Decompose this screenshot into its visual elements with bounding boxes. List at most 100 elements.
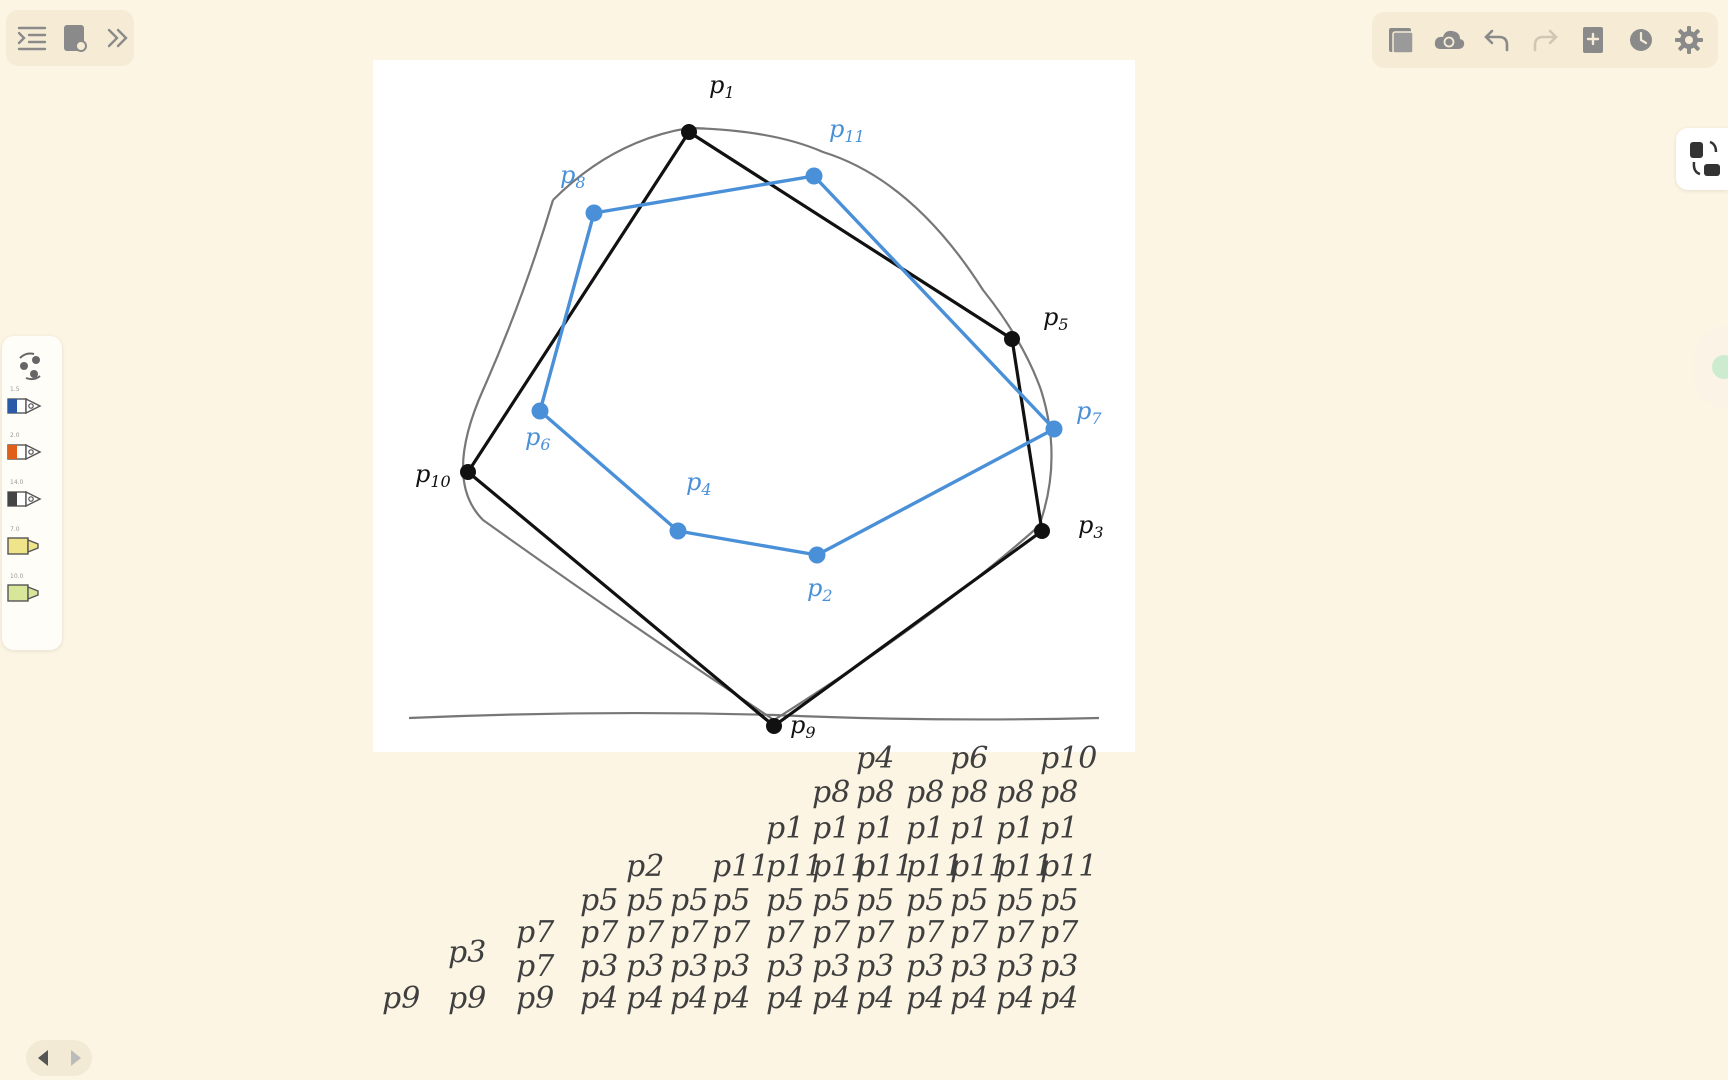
- stack-entry: p7: [670, 915, 709, 950]
- stack-entry: p1: [766, 811, 804, 846]
- stack-entry: p5: [580, 883, 618, 918]
- point-p9: [766, 718, 782, 734]
- stack-entry: p5: [906, 883, 944, 918]
- stack-entry: p3: [766, 949, 804, 984]
- switch-layout-icon: [1690, 140, 1720, 176]
- stack-entry: p1: [950, 811, 988, 846]
- stack-entry: p3: [670, 949, 708, 984]
- stack-entry: p7: [712, 915, 751, 950]
- stack-entry: p10: [1040, 741, 1097, 776]
- convex-hull-polygon: [466, 130, 1044, 728]
- stack-entry: p5: [712, 883, 750, 918]
- stack-entry: p3: [448, 935, 486, 970]
- left-toolbar: [6, 10, 134, 66]
- point-p3: [1034, 523, 1050, 539]
- quick-switch-tab[interactable]: [1676, 128, 1728, 190]
- add-page-icon[interactable]: [1574, 21, 1612, 59]
- stack-entry: p7: [626, 915, 665, 950]
- pen-icon: [7, 397, 42, 415]
- stack-entry: p9: [382, 981, 420, 1016]
- point-p5: [1004, 331, 1020, 347]
- stack-entry: p7: [856, 915, 895, 950]
- chevron-right-icon[interactable]: [65, 1046, 87, 1070]
- stack-entry: p7: [580, 915, 619, 950]
- expand-icon[interactable]: [101, 19, 134, 57]
- stack-entry: p6: [950, 741, 988, 776]
- page-navigation: [26, 1040, 92, 1076]
- stack-entry: p4: [906, 981, 944, 1016]
- stack-entry: p3: [996, 949, 1034, 984]
- point-p2: [808, 546, 826, 564]
- stack-entry: p1: [856, 811, 894, 846]
- chevron-left-icon[interactable]: [32, 1046, 54, 1070]
- stack-entry: p9: [448, 981, 486, 1016]
- stack-entry: p7: [1040, 915, 1079, 950]
- outline-icon[interactable]: [16, 19, 49, 57]
- stack-entry: p3: [580, 949, 618, 984]
- stack-entry: p11: [856, 849, 913, 884]
- stack-entry: p5: [856, 883, 894, 918]
- stack-entry: p4: [670, 981, 708, 1016]
- point-p7: [1045, 420, 1063, 438]
- ground-line: [408, 711, 1100, 721]
- stack-entry: p11: [766, 849, 823, 884]
- stack-entry: p11: [1040, 849, 1097, 884]
- pages-icon[interactable]: [1382, 21, 1420, 59]
- notebooks-icon[interactable]: [59, 19, 92, 57]
- stack-entry: p2: [626, 849, 664, 884]
- stack-entry: p3: [626, 949, 664, 984]
- stack-entry: p11: [712, 849, 769, 884]
- stack-entry: p5: [950, 883, 988, 918]
- point-p10: [460, 464, 476, 480]
- stack-entry: p4: [626, 981, 664, 1016]
- pen-size-label: 10.0: [10, 573, 24, 580]
- stack-entry: p8: [812, 775, 850, 810]
- stack-entry: p7: [906, 915, 945, 950]
- stack-entry: p4: [712, 981, 750, 1016]
- stack-entry: p11: [950, 849, 1007, 884]
- stack-entry: p1: [1040, 811, 1078, 846]
- stack-entry: p7: [812, 915, 851, 950]
- stack-entry: p3: [950, 949, 988, 984]
- pen-tool-4[interactable]: 7.0: [4, 526, 44, 566]
- pen-icon: [7, 443, 42, 461]
- pen-icon: [7, 490, 42, 508]
- undo-icon[interactable]: [1478, 21, 1516, 59]
- lasso-swap-icon[interactable]: [14, 350, 46, 386]
- redo-icon[interactable]: [1526, 21, 1564, 59]
- cloud-sync-icon[interactable]: [1430, 21, 1468, 59]
- stack-entry: p8: [906, 775, 944, 810]
- stack-entry: p8: [1040, 775, 1078, 810]
- settings-icon[interactable]: [1670, 21, 1708, 59]
- stack-entry: p3: [812, 949, 850, 984]
- stack-entry: p4: [950, 981, 988, 1016]
- stack-entry: p5: [626, 883, 664, 918]
- stack-entry: p9: [516, 981, 554, 1016]
- stack-entry: p4: [996, 981, 1034, 1016]
- stack-entry: p7: [766, 915, 805, 950]
- stack-entry: p4: [856, 741, 894, 776]
- stack-entry: p8: [996, 775, 1034, 810]
- pen-icon: [7, 537, 39, 555]
- pen-tool-2[interactable]: 2.0: [4, 432, 44, 472]
- pen-tool-3[interactable]: 14.0: [4, 479, 44, 519]
- stack-entry: p4: [1040, 981, 1078, 1016]
- stack-entry: p4: [580, 981, 618, 1016]
- stack-entry: p4: [812, 981, 850, 1016]
- stack-entry: p3: [856, 949, 894, 984]
- side-handle[interactable]: [1694, 326, 1728, 408]
- stack-entry: p3: [712, 949, 750, 984]
- pen-tool-5[interactable]: 10.0: [4, 573, 44, 613]
- pen-tool-1[interactable]: 1.5: [4, 386, 44, 426]
- pen-size-label: 2.0: [10, 432, 20, 439]
- stack-entry: p11: [996, 849, 1053, 884]
- label-p10: p10: [415, 460, 451, 491]
- right-toolbar: [1372, 12, 1718, 68]
- stack-entry: p5: [996, 883, 1034, 918]
- stack-entry: p7: [516, 949, 555, 984]
- history-icon[interactable]: [1622, 21, 1660, 59]
- pen-size-label: 1.5: [10, 386, 20, 393]
